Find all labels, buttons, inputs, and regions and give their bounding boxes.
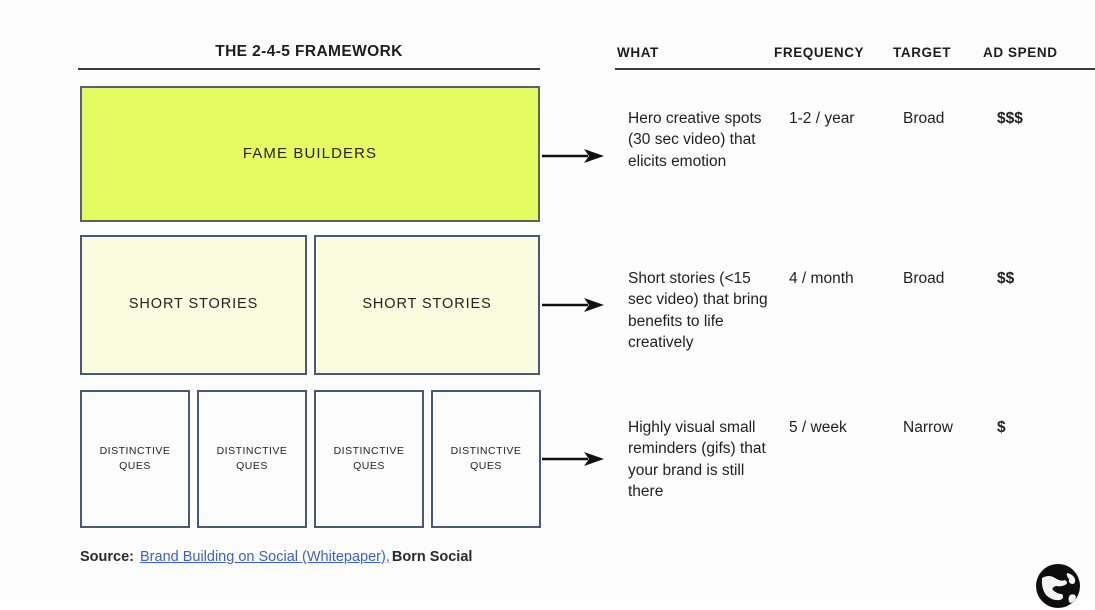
short-stories-box-2[interactable]: SHORT STORIES (314, 235, 540, 375)
table-row: Narrow (903, 419, 953, 436)
globe-icon (1036, 564, 1080, 608)
short-stories-label-2: SHORT STORIES (362, 296, 492, 313)
table-row: $ (997, 419, 1006, 436)
table-row: 4 / month (789, 270, 854, 287)
table-header-ad-spend: AD SPEND (983, 45, 1058, 60)
arrow-right-icon-row-2 (542, 298, 604, 312)
table-row: $$$ (997, 110, 1023, 127)
table-row: Hero creative spots (30 sec video) that … (628, 110, 762, 170)
title-divider (78, 68, 540, 70)
arrow-right-icon-row-1 (542, 149, 604, 163)
table-header-what: WHAT (617, 45, 659, 60)
table-row: Highly visual small reminders (gifs) tha… (628, 419, 766, 501)
source-publisher: Born Social (391, 549, 473, 565)
short-stories-box-1[interactable]: SHORT STORIES (80, 235, 307, 375)
source-line: Source: Brand Building on Social (Whitepa… (80, 549, 472, 565)
table-header-target: TARGET (893, 45, 952, 60)
source-label: Source: (80, 549, 134, 565)
table-row: $$ (997, 270, 1015, 287)
table-row: 1-2 / year (789, 110, 855, 127)
page-title: THE 2-4-5 FRAMEWORK (215, 43, 403, 60)
fame-builders-label: FAME BUILDERS (242, 144, 378, 162)
fame-builders-box[interactable]: FAME BUILDERS (80, 86, 540, 222)
table-header-divider (615, 68, 1095, 70)
table-row: Broad (903, 270, 945, 287)
short-stories-label-1: SHORT STORIES (128, 296, 259, 313)
table-row: 5 / week (789, 419, 847, 436)
table-row: Broad (903, 110, 945, 127)
source-link[interactable]: Brand Building on Social (Whitepaper), (140, 549, 390, 565)
arrow-right-icon-row-3 (542, 452, 604, 466)
table-row: Short stories (<15 sec video) that bring… (628, 270, 768, 352)
table-header-frequency: FREQUENCY (774, 45, 865, 60)
